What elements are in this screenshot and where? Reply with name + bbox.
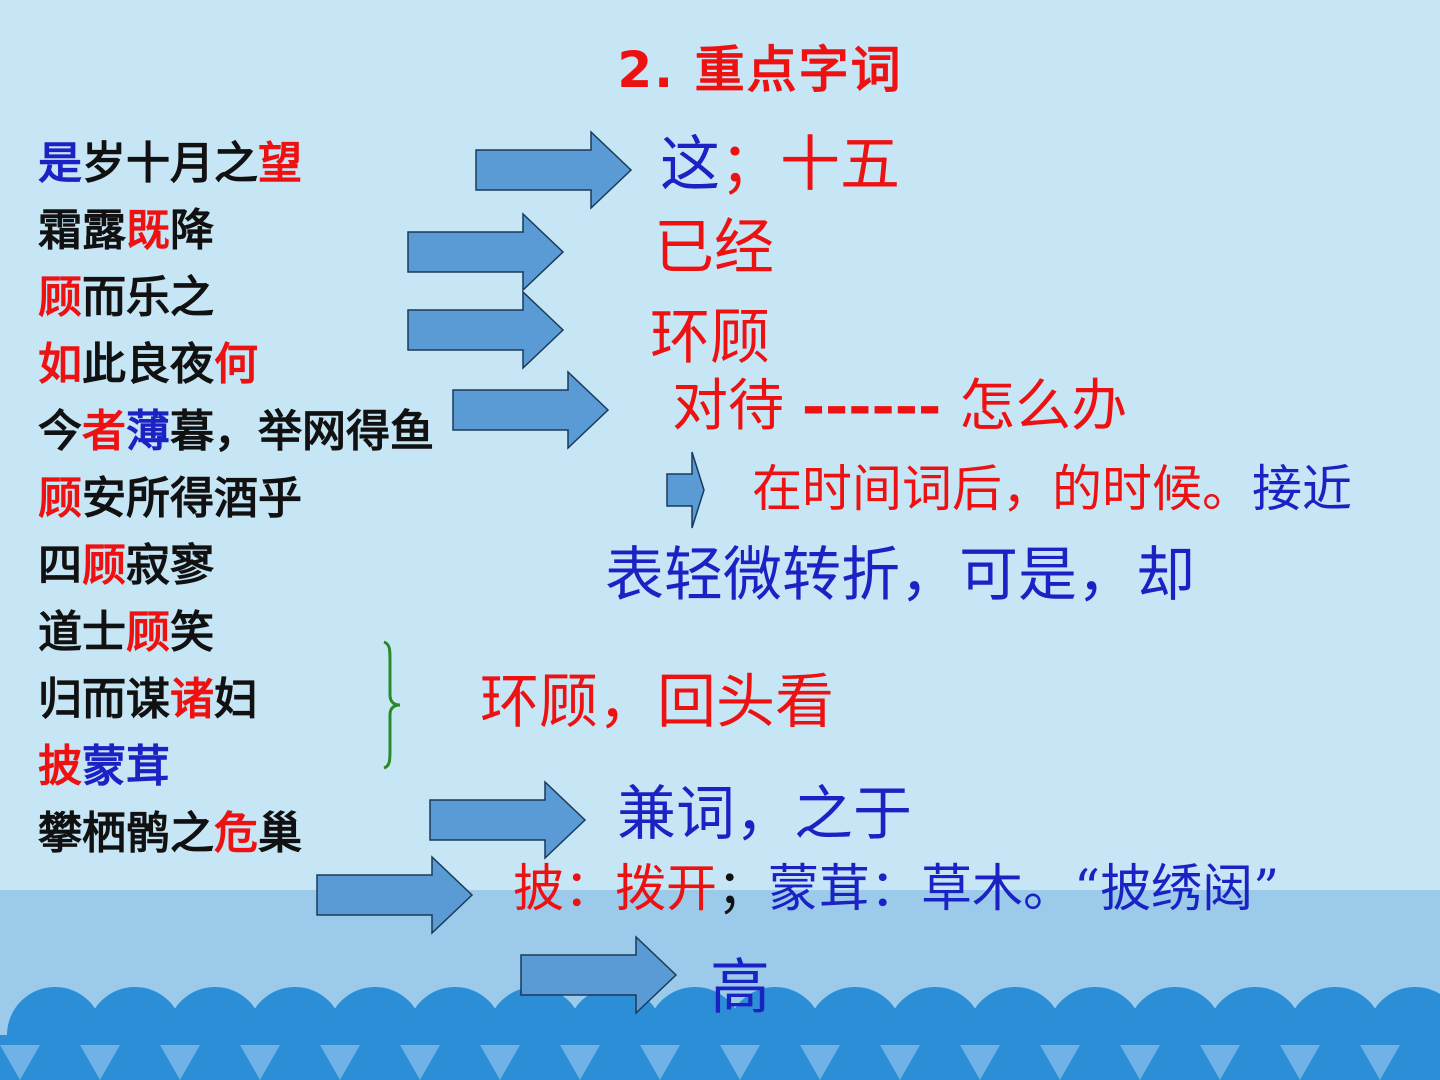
wave-decoration xyxy=(0,987,1440,1080)
phrase-segment: 而乐之 xyxy=(82,272,214,323)
phrase-segment: 四 xyxy=(38,540,82,591)
phrase-segment: 归而谋 xyxy=(38,674,170,725)
phrase-segment: 顾 xyxy=(38,272,82,323)
phrase-segment: 是 xyxy=(38,138,82,189)
arrow-icon xyxy=(452,370,610,450)
answer-3: 环顾 xyxy=(650,305,770,371)
answer-10: 高 xyxy=(710,955,770,1021)
phrase-segment: 岁十月之 xyxy=(82,138,258,189)
phrase-segment: 安所得酒乎 xyxy=(82,473,302,524)
phrase-segment: 顾 xyxy=(126,607,170,658)
phrase-segment: 如 xyxy=(38,339,82,390)
phrase-line: 归而谋诸妇 xyxy=(38,666,434,733)
arrow-icon xyxy=(666,451,705,529)
phrase-segment: 蒙茸 xyxy=(82,741,170,792)
phrase-segment: 此良夜 xyxy=(82,339,214,390)
answer-segment: 环顾 xyxy=(650,303,770,373)
answer-segment: 这 xyxy=(660,130,720,200)
phrase-segment: 道士 xyxy=(38,607,126,658)
answer-9: 披：拨开；蒙茸：草木。“披绣闼” xyxy=(513,860,1280,919)
arrow-icon xyxy=(520,935,678,1015)
slide-background xyxy=(0,0,1440,890)
answer-segment: 兼词，之于 xyxy=(617,779,913,848)
answer-segment: ； xyxy=(717,860,769,919)
phrase-segment: 顾 xyxy=(38,473,82,524)
phrase-segment: 攀栖鹘之 xyxy=(38,808,214,859)
answer-segment: 怎么办 xyxy=(941,374,1128,439)
phrase-line: 如此良夜何 xyxy=(38,331,434,398)
phrase-list: 是岁十月之望霜露既降顾而乐之如此良夜何今者薄暮，举网得鱼顾安所得酒乎四顾寂寥道士… xyxy=(38,130,434,867)
phrase-line: 道士顾笑 xyxy=(38,599,434,666)
answer-segment: 接近 xyxy=(1252,460,1352,518)
phrase-segment: 暮，举网得鱼 xyxy=(170,406,434,457)
answer-7: 环顾，回头看 xyxy=(480,667,835,736)
arrow-icon xyxy=(475,130,633,210)
phrase-segment: 危 xyxy=(214,808,258,859)
phrase-line: 顾而乐之 xyxy=(38,264,434,331)
answer-segment: 蒙茸：草木。“披绣闼” xyxy=(768,860,1280,919)
answer-6: 表轻微转折，可是，却 xyxy=(605,540,1196,609)
phrase-segment: 薄 xyxy=(126,406,170,457)
arrow-icon xyxy=(316,855,474,935)
brace-icon xyxy=(383,640,401,770)
answer-1: 这；十五 xyxy=(660,132,900,198)
phrase-segment: 望 xyxy=(258,138,302,189)
answer-segment: 高 xyxy=(710,953,770,1023)
phrase-segment: 何 xyxy=(214,339,258,390)
phrase-segment: 今 xyxy=(38,406,82,457)
phrase-segment: 巢 xyxy=(258,808,302,859)
phrase-line: 攀栖鹘之危巢 xyxy=(38,800,434,867)
answer-4: 对待 ------ 怎么办 xyxy=(672,373,1128,439)
slide-title: 2. 重点字词 xyxy=(617,41,903,99)
phrase-segment: 降 xyxy=(170,205,214,256)
phrase-line: 霜露既降 xyxy=(38,197,434,264)
phrase-segment: 披 xyxy=(38,741,82,792)
answer-segment: 表轻微转折，可是，却 xyxy=(605,540,1196,609)
answer-segment: 环顾，回头看 xyxy=(480,667,835,736)
phrase-line: 是岁十月之望 xyxy=(38,130,434,197)
phrase-line: 披蒙茸 xyxy=(38,733,434,800)
phrase-segment: 笑 xyxy=(170,607,214,658)
answer-segment: ------ xyxy=(801,373,942,439)
phrase-segment: 诸 xyxy=(170,674,214,725)
answer-2: 已经 xyxy=(654,215,774,281)
phrase-segment: 寂寥 xyxy=(126,540,214,591)
arrow-icon xyxy=(407,212,565,292)
answer-5: 在时间词后，的时候。接近 xyxy=(752,462,1352,517)
answer-segment: 在时间词后，的时候。 xyxy=(752,460,1252,518)
phrase-line: 今者薄暮，举网得鱼 xyxy=(38,398,434,465)
phrase-segment: 者 xyxy=(82,406,126,457)
answer-segment: 披：拨开 xyxy=(513,860,718,919)
phrase-line: 四顾寂寥 xyxy=(38,532,434,599)
answer-segment: 已经 xyxy=(654,213,774,283)
answer-8: 兼词，之于 xyxy=(617,779,913,848)
arrow-icon xyxy=(407,290,565,370)
phrase-segment: 既 xyxy=(126,205,170,256)
answer-segment: 对待 xyxy=(672,374,802,439)
phrase-segment: 霜露 xyxy=(38,205,126,256)
phrase-line: 顾安所得酒乎 xyxy=(38,465,434,532)
phrase-segment: 妇 xyxy=(214,674,258,725)
answer-segment: ；十五 xyxy=(720,130,900,200)
phrase-segment: 顾 xyxy=(82,540,126,591)
arrow-icon xyxy=(429,780,587,860)
